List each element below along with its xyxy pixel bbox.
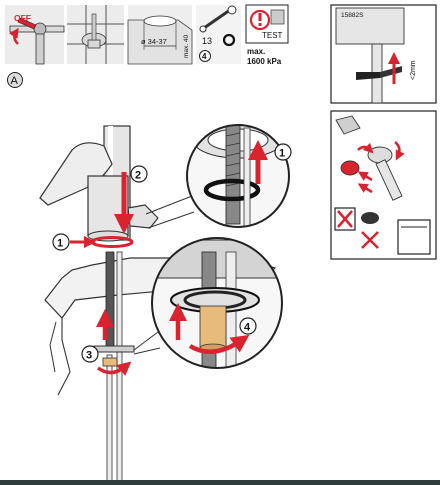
figure-marker bbox=[7, 72, 23, 88]
top-strip: OFF ø 34-37 max. 40 bbox=[5, 4, 289, 66]
clearance-label: <2mm bbox=[410, 60, 417, 80]
panel-shutoff: OFF bbox=[5, 5, 65, 65]
off-label: OFF bbox=[14, 13, 31, 23]
bottom-bar bbox=[0, 480, 440, 485]
part-number-label: 15882S bbox=[341, 12, 364, 19]
dishwasher-icon bbox=[397, 219, 431, 255]
hose-count-label: 4 bbox=[202, 52, 207, 61]
panel-countertop-hole: ø 34-37 max. 40 bbox=[127, 5, 193, 65]
figure-a: A 2 1 3 bbox=[7, 72, 292, 485]
side-panel-aerator bbox=[330, 110, 437, 260]
side-panel-clearance: 15882S <2mm bbox=[330, 4, 437, 104]
step2-label: 2 bbox=[135, 170, 141, 182]
wrench-size-label: 13 bbox=[202, 36, 212, 46]
pressure-line2: 1600 kPa bbox=[247, 57, 282, 66]
panel-wall-bracket bbox=[67, 5, 124, 64]
spout bbox=[127, 204, 159, 229]
pressure-line1: max. bbox=[247, 47, 265, 56]
brass-nut bbox=[199, 305, 227, 349]
zoom-detail-gasket: 1 bbox=[186, 124, 292, 228]
max-thickness-label: max. 40 bbox=[183, 34, 190, 58]
figure-marker-label: A bbox=[11, 75, 19, 87]
step3-label: 3 bbox=[86, 350, 92, 362]
step1-label: 1 bbox=[57, 238, 63, 250]
panel-tools: 13 4 bbox=[196, 5, 241, 64]
hole-diameter-label: ø 34-37 bbox=[141, 37, 167, 46]
zoom2-step-label: 4 bbox=[244, 322, 251, 334]
panel-pressure-test: TEST max. 1600 kPa bbox=[245, 4, 289, 66]
horseshoe-plate bbox=[93, 345, 135, 353]
zoom1-step-label: 1 bbox=[279, 148, 285, 160]
test-label: TEST bbox=[262, 31, 283, 40]
base-gasket bbox=[90, 236, 134, 248]
mounting-bracket bbox=[356, 72, 380, 80]
zoom-detail-fastening: 4 bbox=[151, 237, 283, 369]
hose-left bbox=[106, 354, 113, 485]
